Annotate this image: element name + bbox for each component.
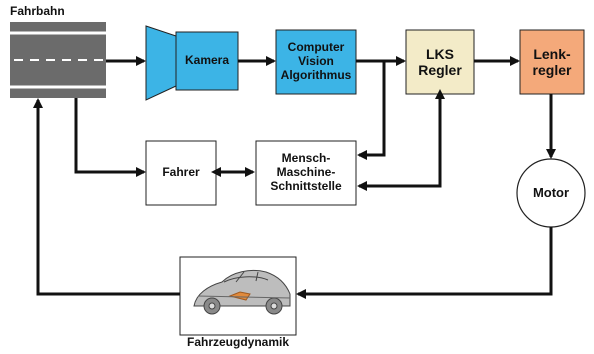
arrow-cv-mms	[357, 61, 386, 160]
arrow-road-fahrer	[74, 98, 146, 177]
lks-label: LKS Regler	[406, 30, 474, 94]
mms-line-3: Schnittstelle	[270, 178, 342, 193]
mms-line-2: Maschine-	[276, 165, 336, 180]
connections	[33, 56, 556, 299]
road-icon	[10, 22, 106, 98]
cv-line-3: Algorithmus	[280, 67, 352, 82]
fahrer-box	[145, 140, 217, 206]
arrow-motor-dynamik	[296, 227, 553, 299]
cv-label: Computer Vision Algorithmus	[276, 30, 356, 94]
camera-lens-icon	[145, 25, 177, 101]
arrow-lks-mms	[357, 89, 445, 191]
lenk-line-1: Lenk-	[533, 45, 571, 62]
mms-box	[255, 140, 357, 206]
fahrer-label: Fahrer	[162, 165, 200, 180]
lks-line-2: Regler	[418, 62, 462, 78]
lks-line-1: LKS	[426, 45, 454, 62]
lenkregler-box	[519, 29, 585, 95]
car-wireframe-icon	[193, 269, 291, 315]
fahrzeugdynamik-label: Fahrzeugdynamik	[186, 335, 290, 349]
fahrbahn-label: Fahrbahn	[10, 4, 65, 18]
cv-line-1: Computer	[287, 40, 345, 55]
mms-line-1: Mensch-	[281, 151, 331, 166]
arrow-dynamik-road	[33, 98, 180, 296]
lenk-line-2: regler	[532, 62, 572, 78]
lenk-label: Lenk- regler	[520, 30, 584, 94]
lks-regler-box	[405, 29, 475, 95]
motor-label: Motor	[532, 184, 570, 200]
cv-line-2: Vision	[298, 54, 334, 69]
computer-vision-box	[275, 29, 357, 95]
mms-label: Mensch- Maschine- Schnittstelle	[256, 141, 356, 205]
kamera-label: Kamera	[184, 53, 230, 68]
